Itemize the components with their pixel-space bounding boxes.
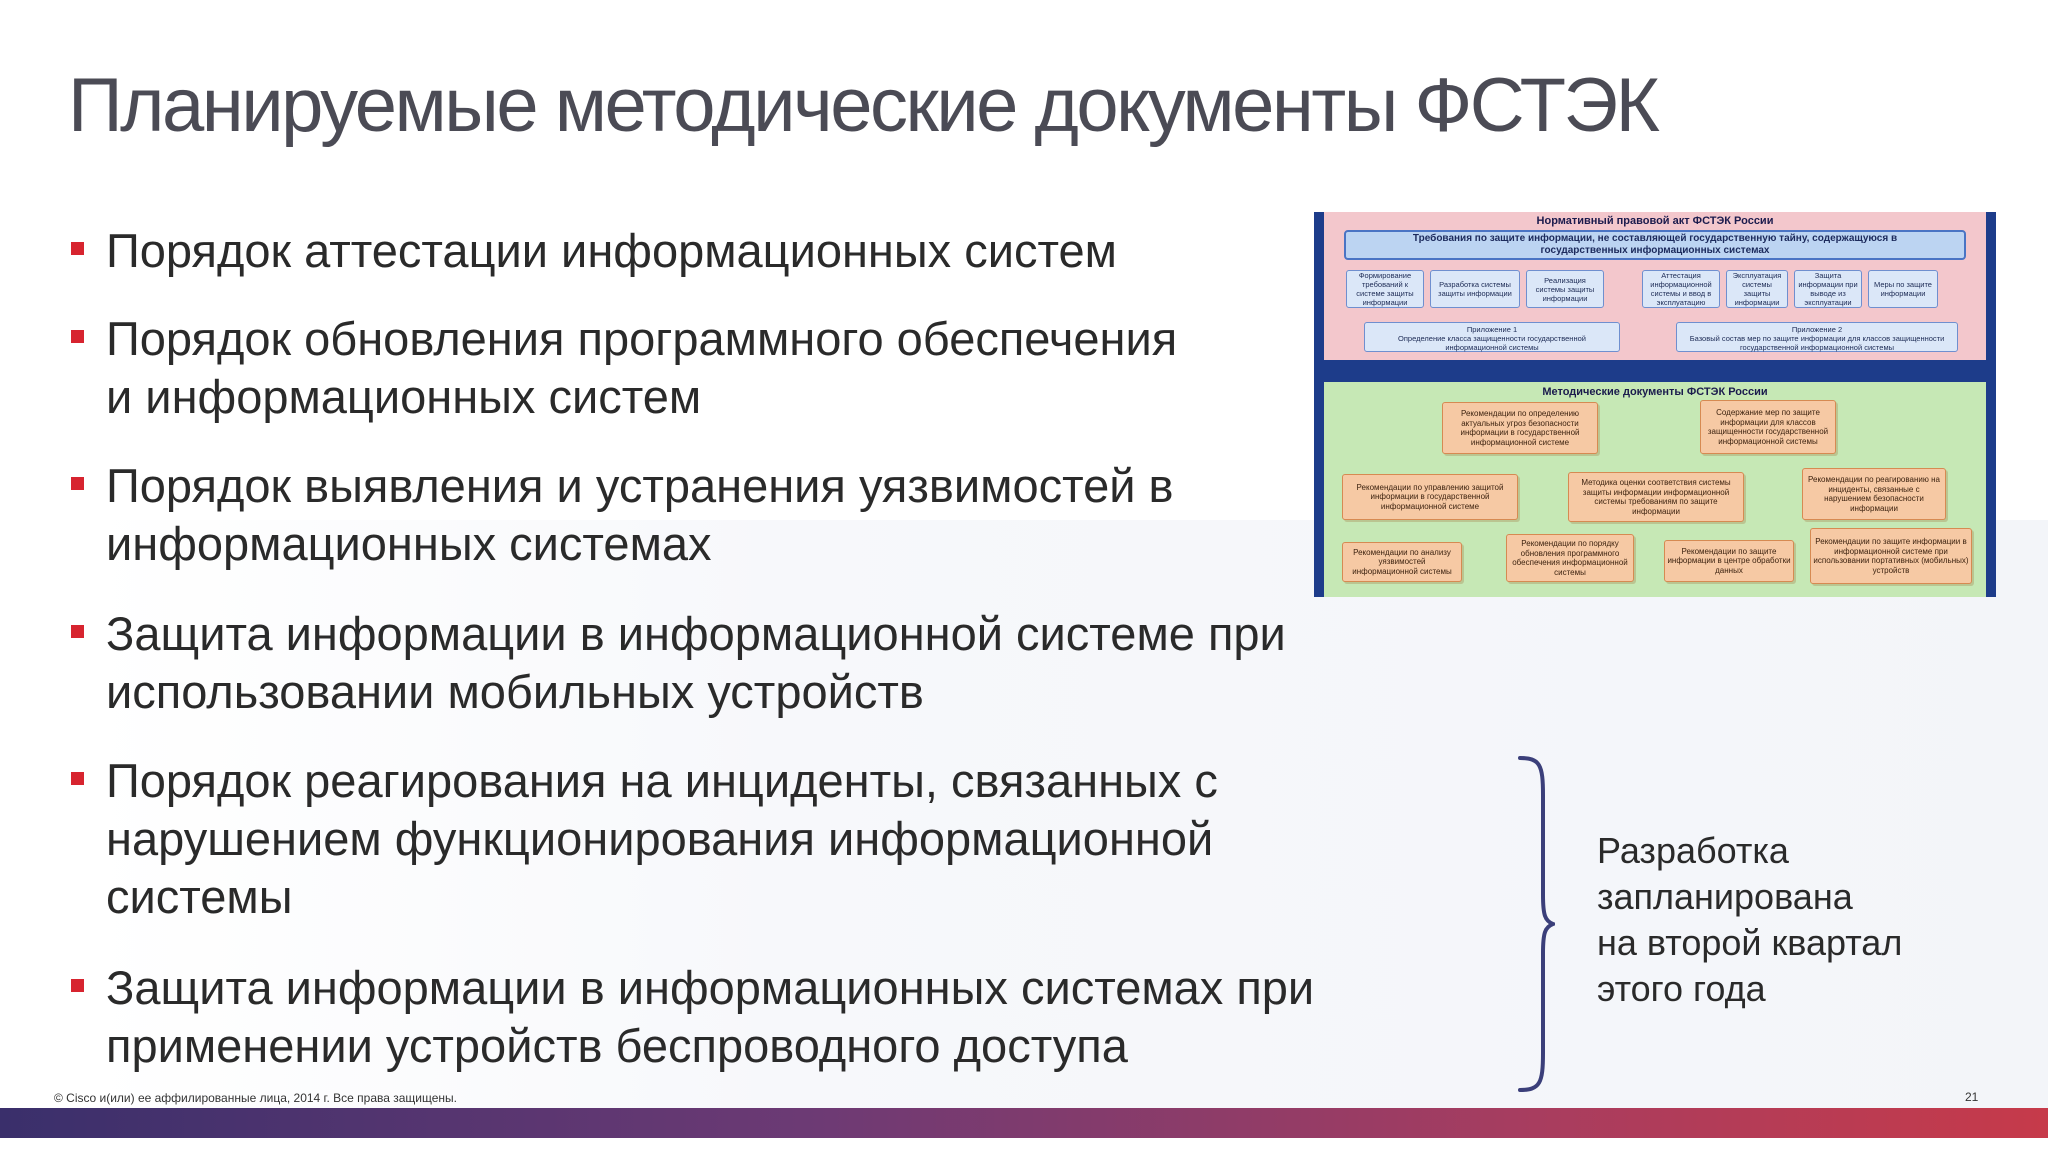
scheme-box: Разработка системы защиты информации <box>1430 270 1520 308</box>
method-doc-box: Рекомендации по защите информации в цент… <box>1664 540 1794 582</box>
scheme-box: Реализация системы защиты информации <box>1526 270 1604 308</box>
method-doc-box: Рекомендации по управлению защитой инфор… <box>1342 474 1518 520</box>
normative-act-panel: Нормативный правовой акт ФСТЭК России Тр… <box>1324 212 1986 360</box>
bullet-item: Порядок аттестации информационных систем <box>68 222 1117 280</box>
bullet-marker-icon <box>71 242 84 255</box>
bullet-marker-icon <box>71 979 84 992</box>
method-doc-box: Методика оценки соответствия системы защ… <box>1568 472 1744 522</box>
method-doc-box: Рекомендации по анализу уязвимостей инфо… <box>1342 542 1462 582</box>
scheme-box: Аттестация информационной системы и ввод… <box>1642 270 1720 308</box>
copyright-footer: © Cisco и(или) ее аффилированные лица, 2… <box>54 1091 457 1105</box>
bullet-line: информационных системах <box>106 517 712 570</box>
bullet-line: использовании мобильных устройств <box>106 665 924 718</box>
appendix-1-title: Приложение 1 <box>1466 325 1518 334</box>
bullet-item: Защита информации в информационных систе… <box>68 959 1314 1075</box>
appendix-2-title: Приложение 2 <box>1791 325 1843 334</box>
scheme-box: Защита информации при выводе из эксплуат… <box>1794 270 1862 308</box>
slide-title: Планируемые методические документы ФСТЭК <box>68 63 1660 148</box>
note-line: запланирована <box>1597 876 1853 917</box>
bullet-line: применении устройств беспроводного досту… <box>106 1019 1128 1072</box>
normative-act-title: Нормативный правовой акт ФСТЭК России <box>1536 215 1774 227</box>
bullet-line: системы <box>106 870 293 923</box>
bullet-marker-icon <box>71 772 84 785</box>
requirements-box: Требования по защите информации, не сост… <box>1344 230 1966 260</box>
bullet-marker-icon <box>71 477 84 490</box>
scheme-box: Эксплуатация системы защиты информации <box>1726 270 1788 308</box>
bullet-item: Порядок выявления и устранения уязвимост… <box>68 457 1174 573</box>
bottom-gradient-bar <box>0 1108 2048 1138</box>
method-doc-box: Рекомендации по защите информации в инфо… <box>1810 528 1972 584</box>
methodical-docs-panel: Методические документы ФСТЭК России Реко… <box>1324 382 1986 597</box>
content-background <box>90 520 2048 1110</box>
page-number: 21 <box>1965 1090 1979 1104</box>
appendix-1-box: Приложение 1 Определение класса защищенн… <box>1364 322 1620 352</box>
note-line: на второй квартал <box>1597 922 1903 963</box>
appendix-1-text: Определение класса защищенности государс… <box>1398 334 1586 352</box>
bullet-item: Порядок реагирования на инциденты, связа… <box>68 752 1218 926</box>
bullet-line: Порядок обновления программного обеспече… <box>106 312 1178 365</box>
bullet-line: нарушением функционирования информационн… <box>106 812 1214 865</box>
appendix-2-text: Базовый состав мер по защите информации … <box>1689 334 1945 352</box>
plan-note: Разработка запланирована на второй кварт… <box>1597 828 1902 1012</box>
bullet-line: и информационных систем <box>106 370 702 423</box>
method-doc-box: Содержание мер по защите информации для … <box>1700 400 1836 454</box>
method-doc-box: Рекомендации по определению актуальных у… <box>1442 402 1598 454</box>
note-line: Разработка <box>1597 830 1789 871</box>
bullet-line: Порядок выявления и устранения уязвимост… <box>106 459 1174 512</box>
bullet-line: Порядок реагирования на инциденты, связа… <box>106 754 1218 807</box>
appendix-2-box: Приложение 2 Базовый состав мер по защит… <box>1676 322 1958 352</box>
bullet-marker-icon <box>71 625 84 638</box>
bullet-marker-icon <box>71 330 84 343</box>
bullet-line: Порядок аттестации информационных систем <box>106 224 1117 277</box>
bullet-item: Защита информации в информационной систе… <box>68 605 1286 721</box>
curly-brace-icon <box>1518 756 1555 1092</box>
method-doc-box: Рекомендации по реагированию на инцидент… <box>1802 468 1946 520</box>
method-doc-box: Рекомендации по порядку обновления прогр… <box>1506 534 1634 582</box>
documents-scheme-image: Нормативный правовой акт ФСТЭК России Тр… <box>1314 212 1996 597</box>
note-line: этого года <box>1597 968 1766 1009</box>
bullet-line: Защита информации в информационных систе… <box>106 961 1315 1014</box>
scheme-box: Меры по защите информации <box>1868 270 1938 308</box>
bullet-line: Защита информации в информационной систе… <box>106 607 1286 660</box>
scheme-box: Формирование требований к системе защиты… <box>1346 270 1424 308</box>
methodical-docs-title: Методические документы ФСТЭК России <box>1542 386 1768 398</box>
bullet-item: Порядок обновления программного обеспече… <box>68 310 1177 426</box>
